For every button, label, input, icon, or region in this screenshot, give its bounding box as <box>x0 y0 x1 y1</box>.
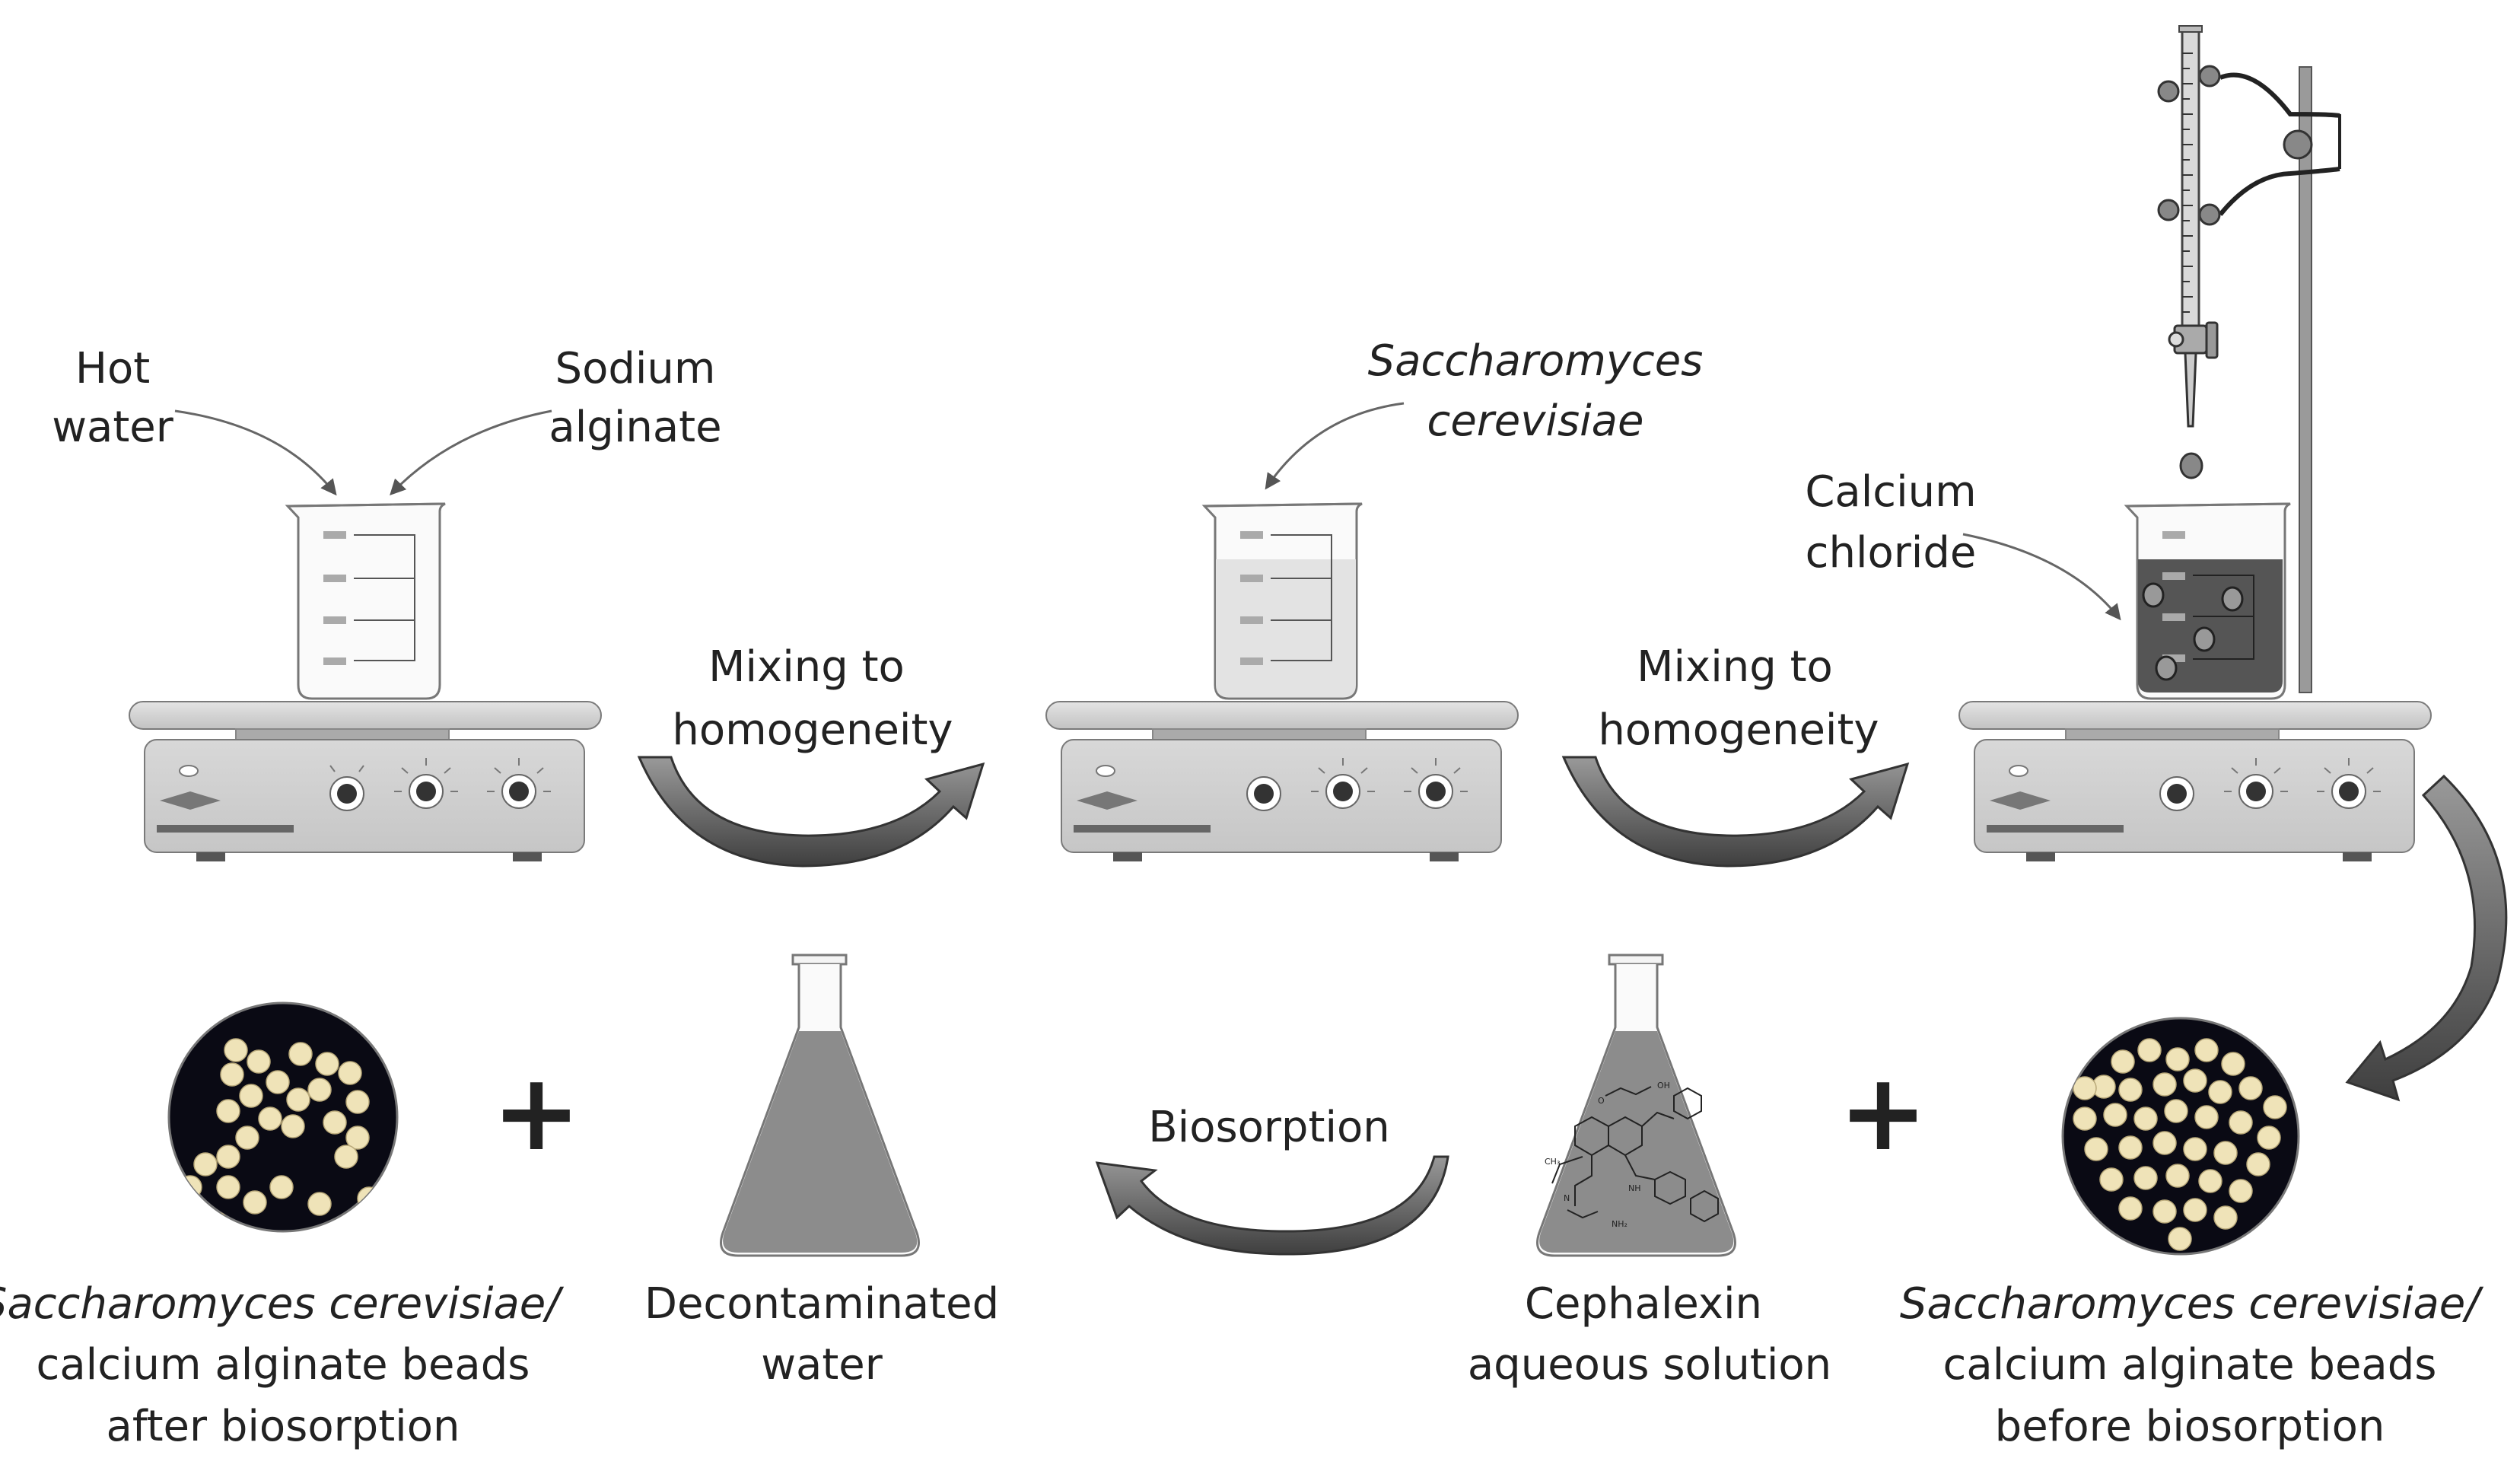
erlenmeyer-flask-icon <box>720 954 920 1257</box>
label-saccharomyces: Saccharomyces cerevisiae <box>1368 336 1704 446</box>
arrow-hot-water <box>174 409 337 496</box>
svg-text:homogeneity: homogeneity <box>672 705 953 755</box>
knob-icon <box>329 758 551 811</box>
svg-text:aqueous solution: aqueous solution <box>1468 1340 1831 1390</box>
svg-text:calcium alginate beads: calcium alginate beads <box>37 1340 530 1390</box>
svg-text:homogeneity: homogeneity <box>1598 705 1879 755</box>
mixing-arrow-2: Mixing to homogeneity <box>1561 642 1910 868</box>
hot-plate-stirrer-1 <box>129 701 602 861</box>
svg-text:Decontaminated: Decontaminated <box>644 1279 999 1329</box>
label-beads-after: Saccharomyces cerevisiae/ calcium algina… <box>0 1279 564 1451</box>
svg-text:Saccharomyces cerevisiae/: Saccharomyces cerevisiae/ <box>0 1279 564 1329</box>
svg-text:cerevisiae: cerevisiae <box>1427 396 1644 446</box>
svg-text:Mixing to: Mixing to <box>1637 642 1833 692</box>
svg-text:Saccharomyces cerevisiae/: Saccharomyces cerevisiae/ <box>1900 1279 2483 1329</box>
arrow-saccharomyces <box>1265 402 1405 490</box>
svg-text:chloride: chloride <box>1806 528 1977 578</box>
svg-text:water: water <box>761 1340 883 1390</box>
svg-text:NH: NH <box>1628 1183 1641 1193</box>
label-beads-before: Saccharomyces cerevisiae/ calcium algina… <box>1900 1279 2483 1451</box>
svg-text:alginate: alginate <box>549 403 721 452</box>
svg-text:O: O <box>1598 1096 1605 1106</box>
beaker-icon <box>285 502 446 700</box>
erlenmeyer-flask-icon: OH O N NH NH₂ CH₃ <box>1536 954 1736 1257</box>
svg-text:Saccharomyces: Saccharomyces <box>1368 336 1704 386</box>
biosorption-arrow: Biosorption <box>1095 1103 1449 1256</box>
beads-after-photo <box>167 1001 399 1233</box>
svg-text:Sodium: Sodium <box>555 344 716 393</box>
label-decontaminated-water: Decontaminated water <box>644 1279 999 1390</box>
knob-icon <box>2159 758 2381 811</box>
burette-icon <box>2168 25 2219 479</box>
knob-icon <box>1246 758 1468 811</box>
svg-text:Mixing to: Mixing to <box>708 642 905 692</box>
arrow-calcium-chloride <box>1962 533 2121 621</box>
svg-text:after biosorption: after biosorption <box>107 1402 460 1451</box>
svg-text:before biosorption: before biosorption <box>1995 1402 2385 1451</box>
arrow-sodium-alginate <box>390 409 552 496</box>
svg-text:Hot: Hot <box>75 344 150 393</box>
svg-text:Biosorption: Biosorption <box>1148 1103 1390 1152</box>
svg-text:water: water <box>52 403 174 452</box>
hot-plate-stirrer-2 <box>1045 701 1519 861</box>
mixing-arrow-1: Mixing to homogeneity <box>637 642 985 868</box>
plus-sign-left: + <box>492 1051 581 1175</box>
svg-text:NH₂: NH₂ <box>1612 1219 1628 1229</box>
beads-before-photo <box>2061 1017 2300 1256</box>
label-hot-water: Hot water <box>52 344 174 452</box>
transfer-arrow <box>2345 774 2508 1102</box>
label-cephalexin: Cephalexin aqueous solution <box>1468 1279 1831 1390</box>
burette-stand-icon <box>2157 65 2341 693</box>
hot-plate-stirrer-3 <box>1958 701 2432 861</box>
svg-text:Calcium: Calcium <box>1805 467 1976 517</box>
beaker-icon <box>2124 502 2291 700</box>
svg-text:CH₃: CH₃ <box>1545 1157 1560 1167</box>
label-sodium-alginate: Sodium alginate <box>549 344 721 452</box>
svg-text:OH: OH <box>1657 1081 1670 1091</box>
svg-text:calcium alginate beads: calcium alginate beads <box>1943 1340 2437 1390</box>
label-calcium-chloride: Calcium chloride <box>1805 467 1976 578</box>
plus-sign-right: + <box>1838 1051 1927 1175</box>
cephalexin-molecule-icon <box>1551 1086 1719 1223</box>
svg-text:N: N <box>1564 1193 1570 1203</box>
beaker-icon <box>1201 502 1363 700</box>
svg-text:Cephalexin: Cephalexin <box>1525 1279 1762 1329</box>
